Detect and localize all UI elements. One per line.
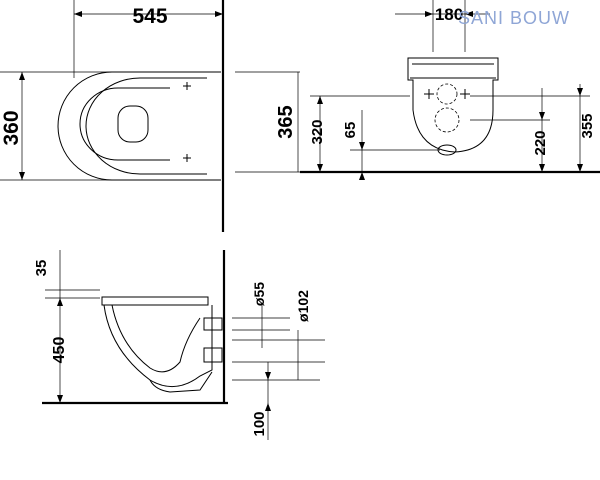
- side-view: 35 450 ø55 ø102 100: [33, 250, 325, 440]
- top-view-rim: [85, 77, 207, 175]
- dimension-450: 450: [51, 298, 68, 403]
- dimension-355: 355: [470, 84, 596, 172]
- dimension-365-label: 365: [275, 105, 297, 138]
- dimension-d55: ø55: [232, 282, 290, 348]
- front-view: 180 365 320 65 220: [235, 0, 600, 180]
- dimension-180-label: 180: [435, 5, 463, 24]
- dimension-d102-label: ø102: [295, 290, 311, 322]
- dimension-65: 65: [342, 110, 440, 180]
- side-view-outlet: [203, 347, 223, 363]
- dimension-d55-label: ø55: [251, 282, 267, 306]
- dimension-d102: ø102: [232, 290, 325, 380]
- front-view-drain: [437, 144, 457, 156]
- dimension-365: 365: [235, 71, 300, 173]
- dimension-450-label: 450: [51, 337, 68, 364]
- watermark-text: SANI BOUW: [458, 8, 570, 28]
- dimension-360-label: 360: [0, 110, 23, 145]
- side-view-base: [149, 371, 213, 393]
- front-view-outlet: [434, 107, 460, 133]
- dimension-360: 360: [0, 71, 112, 181]
- dimension-180: 180: [395, 0, 490, 52]
- side-view-seat: [101, 296, 209, 306]
- front-view-bowl: [407, 57, 499, 153]
- dimension-100: 100: [232, 362, 320, 440]
- top-view-bolts: [183, 82, 191, 162]
- dimension-355-label: 355: [579, 113, 596, 138]
- dimension-35-label: 35: [33, 260, 50, 277]
- top-view: 545 360: [0, 0, 225, 232]
- side-view-bowl-inner: [111, 304, 201, 373]
- dimension-545: 545: [73, 0, 223, 78]
- side-view-bowl-outer: [103, 304, 213, 387]
- top-view-seat: [79, 87, 170, 161]
- dimension-320-label: 320: [309, 119, 326, 144]
- dimension-220: 220: [470, 88, 550, 172]
- front-view-bolts: [424, 89, 470, 99]
- side-view-inlet: [203, 317, 223, 331]
- dimension-320: 320: [309, 95, 410, 172]
- dimension-65-label: 65: [342, 122, 359, 139]
- top-view-bowl-outline: [57, 71, 221, 181]
- dimension-100-label: 100: [251, 411, 268, 436]
- dimension-220-label: 220: [532, 130, 549, 155]
- dimension-35: 35: [33, 250, 100, 299]
- top-view-seat-opening: [117, 105, 149, 143]
- dimension-545-label: 545: [132, 5, 167, 28]
- front-view-inlet-top: [436, 83, 458, 105]
